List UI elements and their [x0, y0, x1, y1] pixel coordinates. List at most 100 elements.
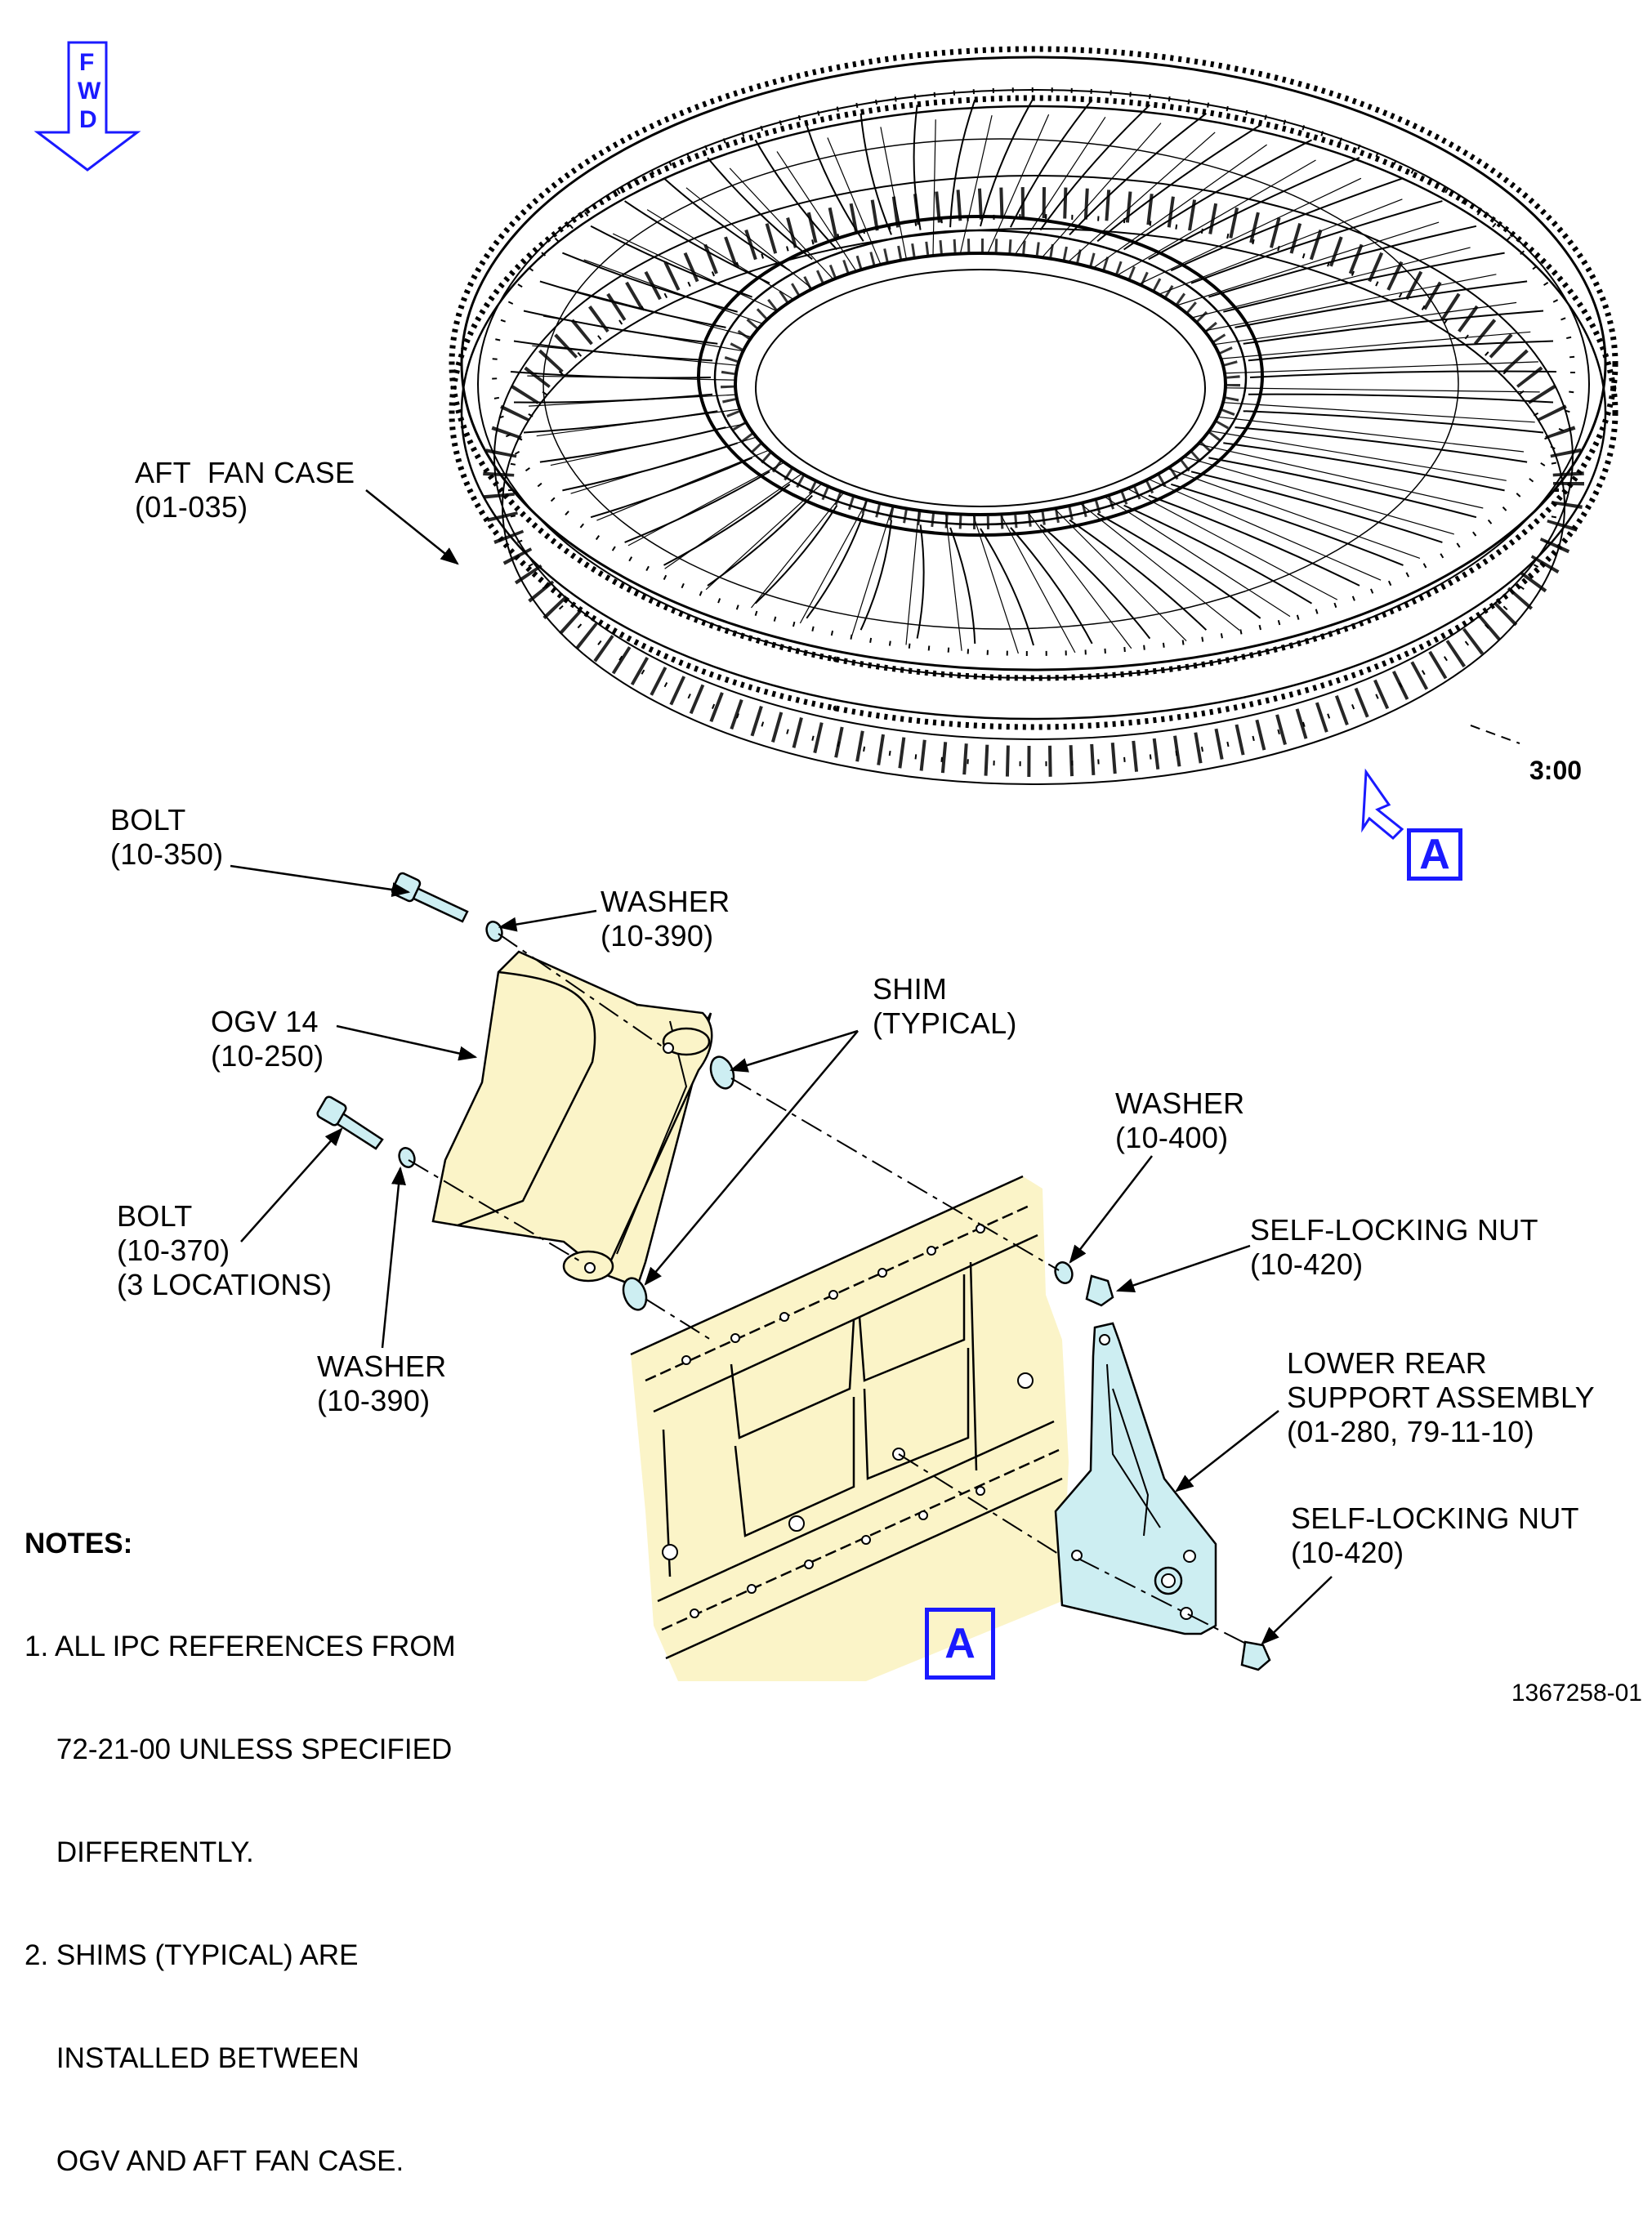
ogv-vane-edge	[527, 375, 736, 381]
ogv-vane	[806, 513, 864, 619]
callout-line: (10-390)	[601, 919, 714, 953]
ogv-vane-edge	[705, 483, 823, 591]
fan-case-section	[630, 1175, 1069, 1681]
callout-line: (10-400)	[1115, 1121, 1229, 1154]
ogv-vane-edge	[827, 137, 882, 265]
callout-line: SELF-LOCKING NUT	[1250, 1213, 1538, 1247]
view-a-marker-bottom: A	[925, 1608, 995, 1680]
ogv-vane-edge	[1203, 274, 1497, 332]
ogv-vane	[1123, 139, 1312, 251]
ogv-vane	[1190, 471, 1443, 543]
ogv-vane	[562, 442, 739, 492]
lower-rear-support-assembly	[1054, 1322, 1217, 1635]
ogv-vane	[1009, 99, 1093, 228]
ogv-vane	[980, 528, 1034, 646]
ogv-vane	[1148, 494, 1360, 587]
ogv-vane-edge	[1027, 511, 1132, 649]
callout-line: OGV 14	[211, 1005, 319, 1038]
ogv-vane	[1208, 457, 1477, 519]
ogv-vane	[1096, 124, 1261, 243]
callout-line: SHIM	[873, 972, 948, 1006]
ogv-vane-edge	[751, 492, 845, 609]
callout-line: BOLT	[110, 803, 186, 837]
ogv-vane-edge	[880, 127, 908, 260]
exploded-view-drawing	[33, 41, 1619, 1681]
ogv-vane	[859, 113, 892, 235]
ogv-vane-edge	[1224, 361, 1538, 374]
ogv-vane-edge	[550, 422, 748, 466]
self-locking-nut-lower-label: SELF-LOCKING NUT(10-420)	[1291, 1501, 1579, 1570]
ogv-vane	[1123, 504, 1313, 605]
callout-line: (10-390)	[317, 1384, 431, 1417]
ogv-vane	[1170, 177, 1404, 272]
ogv-vane-edge	[532, 345, 739, 366]
callout-line: WASHER	[601, 885, 730, 918]
ogv-vane	[1148, 157, 1360, 261]
ogv-vane-edge	[1000, 514, 1076, 654]
callout-line: LOWER REAR	[1287, 1346, 1488, 1380]
ogv-vane	[1190, 200, 1443, 284]
callout-line: AFT FAN CASE	[135, 456, 355, 489]
washer-10-390-lower-label: WASHER(10-390)	[317, 1350, 446, 1418]
callout-line: SELF-LOCKING NUT	[1291, 1501, 1579, 1535]
ogv-vane-edge	[851, 506, 894, 636]
callout-line: (01-280, 79-11-10)	[1287, 1415, 1534, 1448]
ogv-vane-edge	[1116, 159, 1316, 276]
ogv-vane	[1039, 524, 1151, 640]
ogv-vane-edge	[1167, 467, 1421, 559]
ogv-vane-edge	[1104, 496, 1291, 618]
ogv-vane	[806, 124, 864, 242]
ogv-vane-edge	[799, 499, 868, 624]
ogv-vane	[523, 410, 718, 434]
illustration: F W D AFT FAN CASE(01-035) BOLT(10-350) …	[25, 41, 1642, 2177]
ogv-14	[431, 950, 713, 1288]
ogv-vane-edge	[1176, 221, 1440, 306]
ogv-vane-edge	[1054, 508, 1187, 642]
bolt-10-350-label: BOLT(10-350)	[110, 803, 223, 872]
ogv-vane	[949, 99, 976, 228]
callout-line: (10-250)	[211, 1039, 324, 1073]
ogv-vane-edge	[905, 510, 920, 645]
ogv-vane	[1248, 393, 1554, 404]
ogv-vane-edge	[1222, 402, 1535, 423]
ogv-vane	[1243, 310, 1544, 345]
bolt-10-370-label: BOLT(10-370)(3 LOCATIONS)	[117, 1199, 332, 1302]
self-locking-nut-upper-label: SELF-LOCKING NUT(10-420)	[1250, 1213, 1538, 1282]
ogv-vane-edge	[1092, 144, 1267, 269]
fwd-letter-d: D	[79, 106, 97, 133]
ogv-vane	[1039, 104, 1151, 231]
ogv-vane-edge	[536, 408, 740, 437]
ogv-vane	[859, 520, 892, 631]
assembly-centerlines	[408, 933, 1247, 1644]
ogv-vane	[1010, 527, 1093, 645]
ogv-vane-edge	[1198, 444, 1484, 509]
ogv-vane-edge	[959, 114, 993, 254]
notes-block: NOTES: 1. ALL IPC REFERENCES FROM 72-21-…	[25, 1458, 456, 2213]
ogv-vane	[590, 457, 753, 519]
ogv-vane	[539, 426, 726, 463]
ogv-vane-edge	[646, 209, 794, 301]
ogv-vane	[707, 157, 813, 261]
ogv-vane-edge	[1127, 488, 1338, 600]
ogv-vane	[1069, 113, 1208, 236]
ogv-vane-edge	[529, 394, 737, 407]
fwd-arrow-icon	[33, 41, 141, 172]
ogv-vane-edge	[1148, 478, 1382, 581]
ogv-vane	[754, 139, 838, 251]
ogv-vane-edge	[1191, 247, 1471, 319]
ogv-vane-edge	[612, 233, 778, 312]
ogv-vane-edge	[596, 449, 770, 521]
callout-line: (10-350)	[110, 837, 224, 871]
ogv-vane	[1171, 483, 1404, 566]
ogv-vane	[1235, 426, 1528, 463]
ogv-vane	[513, 340, 713, 362]
ogv-vane	[663, 484, 791, 566]
note-2-line: OGV AND AFT FAN CASE.	[25, 2145, 404, 2177]
ogv-vane-edge	[1183, 456, 1454, 535]
ogv-vane	[980, 97, 1034, 227]
clock-position-label: 3:00	[1529, 756, 1583, 785]
callout-line: (TYPICAL)	[873, 1006, 1017, 1040]
ogv-vane-edge	[1209, 430, 1507, 481]
ogv-vane	[1235, 280, 1528, 328]
